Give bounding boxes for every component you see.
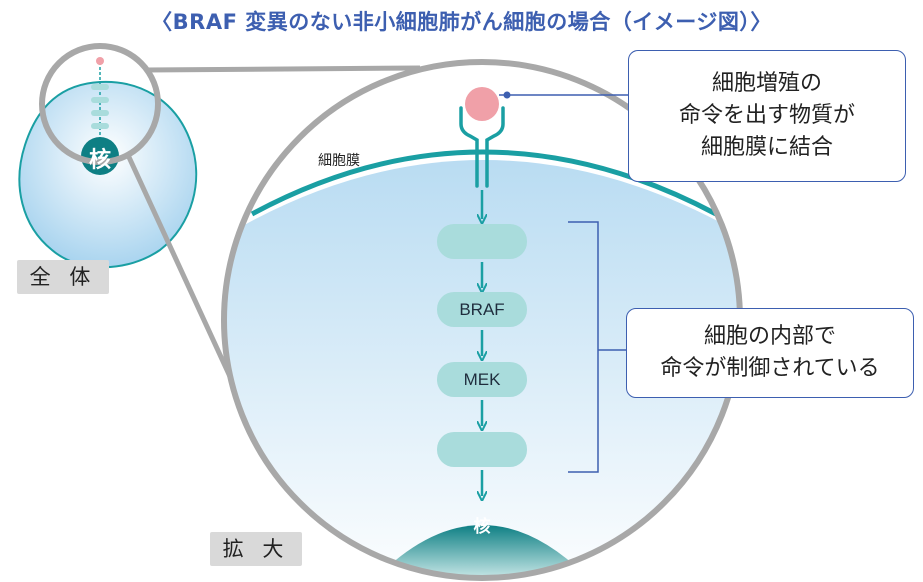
nucleus-shape [372,525,592,578]
zoom-line-top [145,65,421,73]
callout-control-line-2: 命令が制御されている [660,356,880,381]
receptor [459,106,505,188]
pathway-protein-4 [437,432,527,467]
whole-cell-body [18,80,198,269]
callout-binding-line-3: 細胞膜に結合 [700,134,833,160]
ligand-molecule [465,87,499,121]
pointer-dot [503,91,511,99]
callout-binding-line-2: 命令を出す物質が [678,103,855,129]
cell-membrane-line [250,149,718,217]
pathway-label-braf: BRAF [459,300,505,319]
whole-tag: 全 体 [17,260,109,294]
pathway-protein-1 [437,224,527,259]
callout-control: 細胞の内部で 命令が制御されている [626,308,914,398]
callout-binding: 細胞増殖の 命令を出す物質が 細胞膜に結合 [628,50,906,182]
nucleus-label: 核 [473,517,491,537]
callout-control-line-1: 細胞の内部で [703,324,836,350]
whole-cell-pathway [91,57,109,148]
diagram-title: 〈BRAF 変異のない非小細胞肺がん細胞の場合（イメージ図）〉 [151,10,772,34]
membrane-label: 細胞膜 [318,153,360,169]
whole-cell-nucleus-label: 核 [88,148,111,173]
control-bracket [568,221,599,473]
pathway-label-mek: MEK [463,370,501,389]
whole-cell-nucleus [81,137,119,175]
callout-binding-line-1: 細胞増殖の [711,71,822,97]
pathway-protein-mek [437,362,527,397]
magnifier-lens [39,43,161,165]
zoom-tag: 拡 大 [210,532,302,566]
pathway-protein-braf [437,292,527,327]
